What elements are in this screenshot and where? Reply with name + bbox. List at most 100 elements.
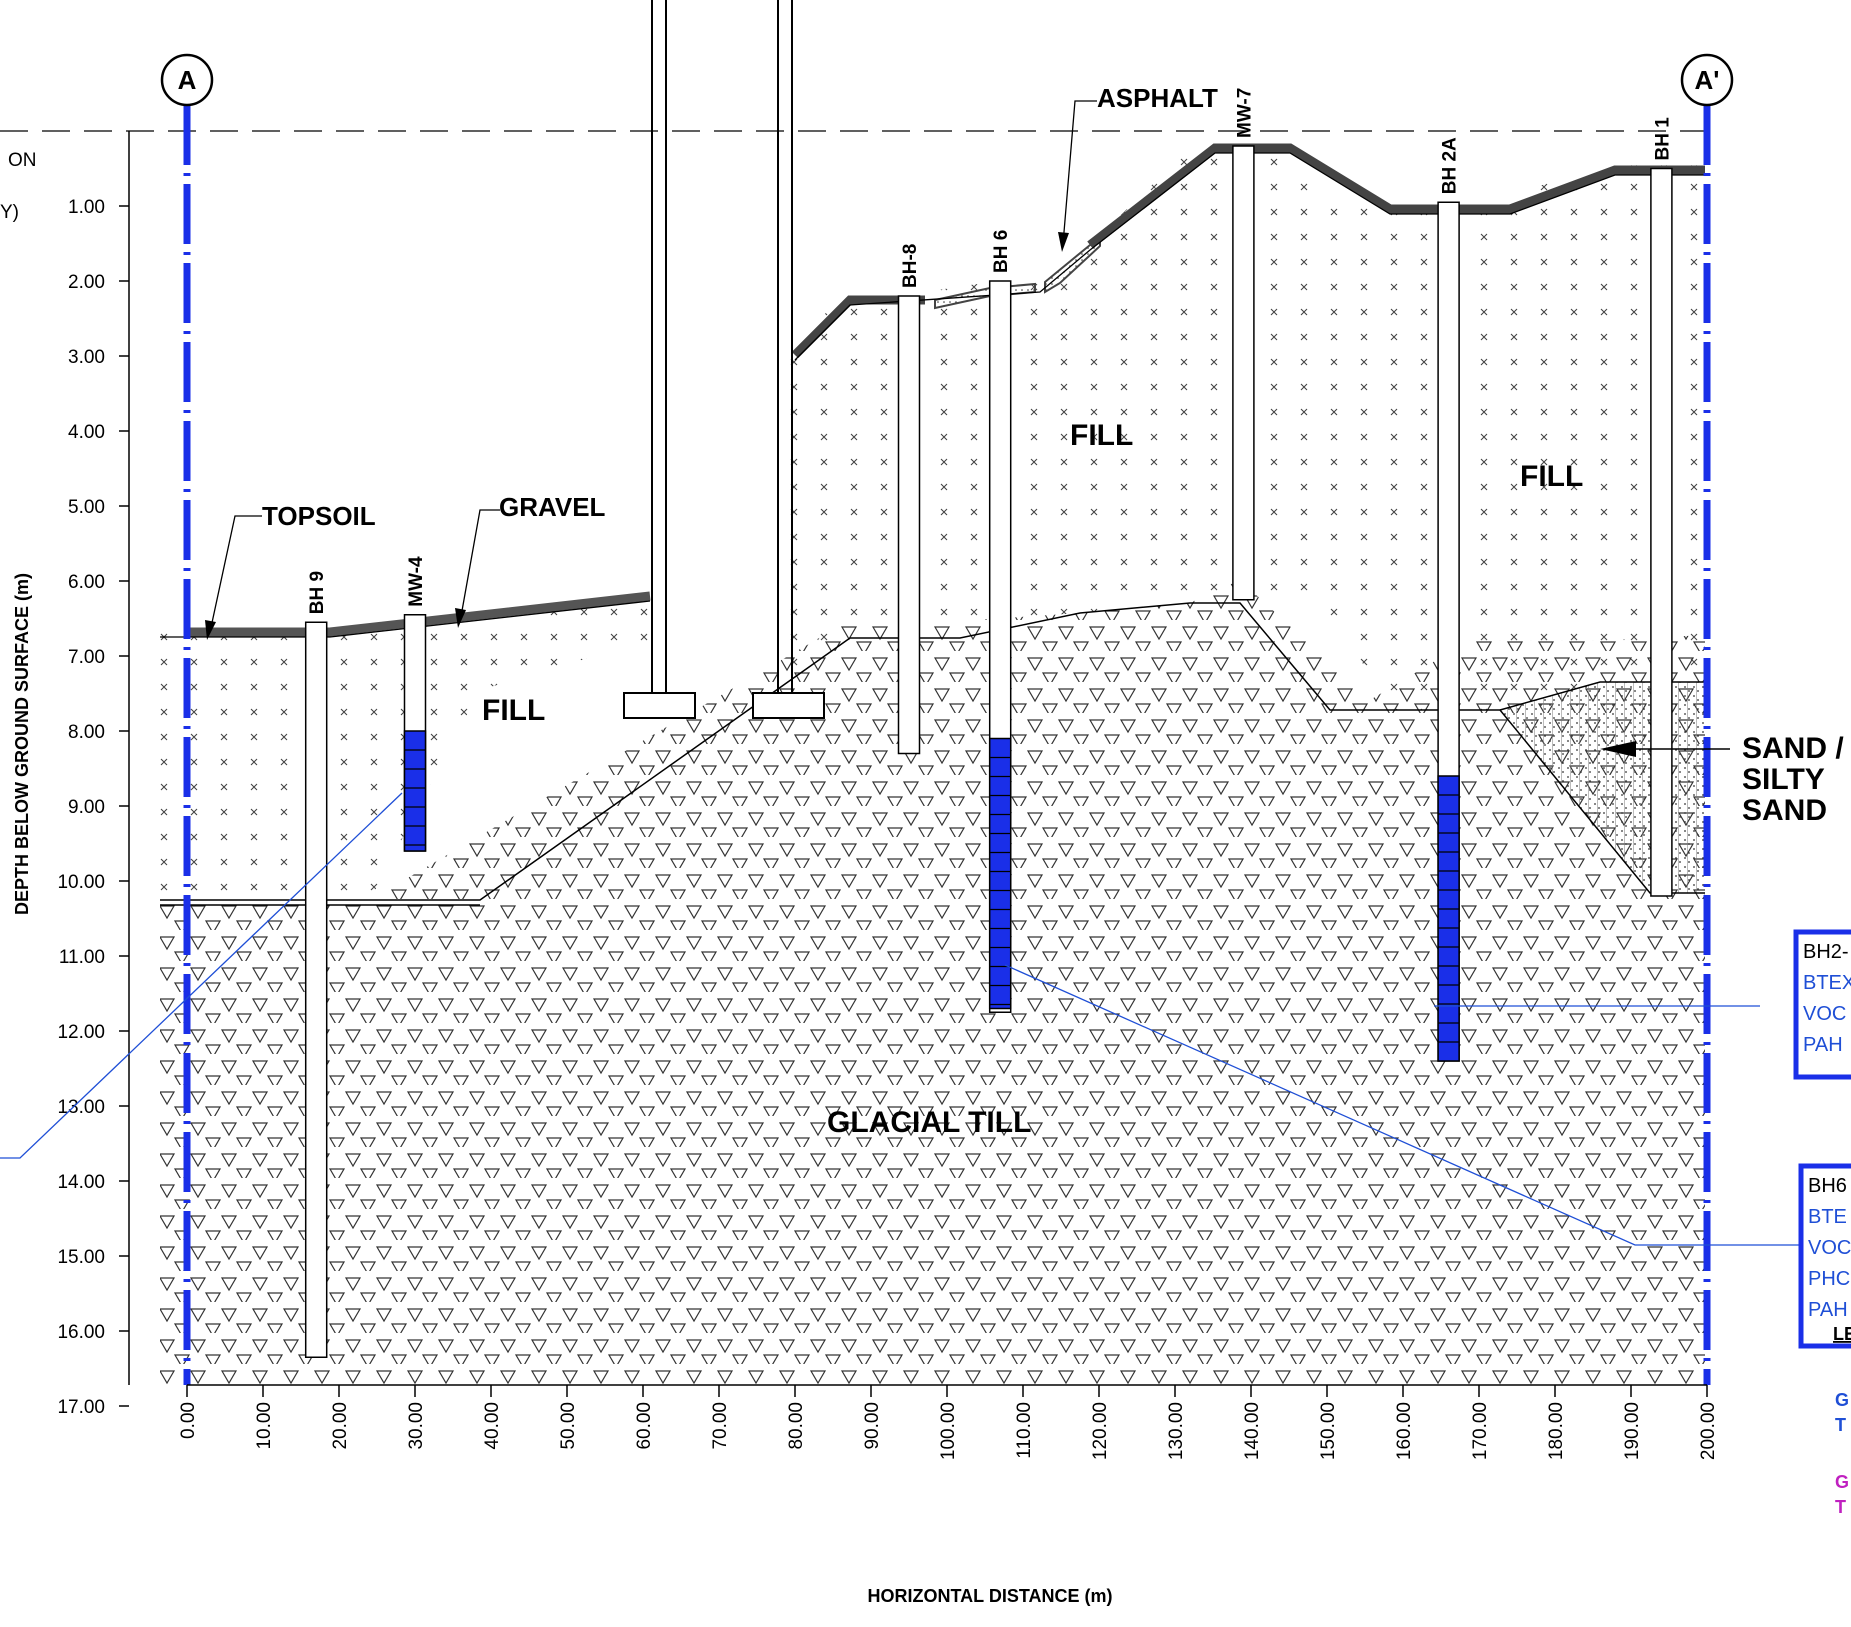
x-tick-label: 20.00 bbox=[330, 1402, 351, 1450]
x-tick-label: 70.00 bbox=[710, 1402, 731, 1450]
x-tick-label: 40.00 bbox=[482, 1402, 503, 1450]
sample-box-line: PAH bbox=[1803, 1034, 1843, 1056]
y-tick-label: 15.00 bbox=[57, 1247, 105, 1268]
y-tick-label: 4.00 bbox=[68, 422, 105, 443]
boreholes: BH 9 MW-4 BH-8 BH 6 MW-7 BH 2A BH 1 bbox=[304, 88, 1673, 1358]
sample-leaders bbox=[0, 792, 1800, 1246]
x-tick-label: 60.00 bbox=[634, 1402, 655, 1450]
sample-box-line: VOC bbox=[1803, 1003, 1846, 1025]
y-tick-label: 17.00 bbox=[57, 1397, 105, 1418]
borehole-column bbox=[1650, 167, 1673, 897]
x-axis-title: HORIZONTAL DISTANCE (m) bbox=[868, 1586, 1113, 1606]
sample-box-bh2a: BH2- BTEX VOC PAH bbox=[1793, 929, 1851, 1080]
borehole: BH 1 bbox=[1650, 117, 1673, 897]
till-unit bbox=[160, 580, 1705, 1385]
sample-box-line: BTE bbox=[1808, 1206, 1847, 1228]
borehole-column bbox=[304, 621, 328, 1358]
section-marker-a-label: A bbox=[178, 65, 197, 95]
y-axis-partial-label-top: ON bbox=[8, 150, 37, 171]
fill-label-left: FILL bbox=[482, 694, 545, 727]
borehole-label: BH 1 bbox=[1652, 117, 1673, 161]
footing-right bbox=[752, 692, 825, 719]
x-tick-label: 160.00 bbox=[1394, 1402, 1415, 1460]
borehole: BH-8 bbox=[897, 244, 921, 755]
y-tick-label: 1.00 bbox=[68, 197, 105, 218]
topsoil-callout: TOPSOIL bbox=[262, 501, 376, 531]
y-tick-label: 5.00 bbox=[68, 497, 105, 518]
y-axis-partial-label-second: Y) bbox=[0, 202, 19, 223]
borehole-label: BH 6 bbox=[991, 230, 1012, 273]
gravel-callout: GRAVEL bbox=[499, 492, 606, 522]
y-tick-label: 9.00 bbox=[68, 797, 105, 818]
y-tick-label: 3.00 bbox=[68, 347, 105, 368]
y-axis-ticks: 1.00 2.00 3.00 4.00 5.00 6.00 7.00 8.00 9.00 10.0… bbox=[57, 197, 129, 1418]
gravel-layer bbox=[262, 591, 651, 637]
geology-layers bbox=[160, 143, 1705, 1385]
legend-item-line2: T bbox=[1835, 1415, 1846, 1435]
y-tick-label: 7.00 bbox=[68, 647, 105, 668]
y-tick-label: 11.00 bbox=[59, 947, 105, 968]
x-tick-label: 180.00 bbox=[1546, 1402, 1567, 1460]
y-tick-label: 16.00 bbox=[57, 1322, 105, 1343]
x-tick-label: 170.00 bbox=[1470, 1402, 1491, 1460]
x-tick-label: 190.00 bbox=[1622, 1402, 1643, 1460]
unit-labels: FILL FILL FILL GLACIAL TILL SAND / SILTY… bbox=[482, 419, 1844, 1139]
borehole: MW-7 bbox=[1232, 88, 1255, 601]
well-screen bbox=[403, 730, 427, 852]
y-tick-label: 10.00 bbox=[57, 872, 105, 893]
borehole-label: MW-7 bbox=[1234, 88, 1255, 138]
x-tick-label: 30.00 bbox=[406, 1402, 427, 1450]
fill-till-contact bbox=[160, 602, 1705, 901]
fill-label-right: FILL bbox=[1520, 460, 1583, 493]
material-callouts: TOPSOIL GRAVEL ASPHALT bbox=[205, 83, 1218, 640]
well-screen bbox=[988, 737, 1012, 1010]
sample-box-line: BTEX bbox=[1803, 972, 1851, 994]
borehole: BH 2A bbox=[1437, 137, 1461, 1062]
borehole-label: BH 9 bbox=[307, 571, 328, 614]
legend-item-line1: G bbox=[1835, 1390, 1849, 1410]
building-foundations bbox=[623, 0, 825, 719]
y-axis: 1.00 2.00 3.00 4.00 5.00 6.00 7.00 8.00 9.00 10.0… bbox=[0, 131, 130, 1418]
x-tick-label: 130.00 bbox=[1166, 1402, 1187, 1460]
x-tick-label: 90.00 bbox=[862, 1402, 883, 1450]
footing-left bbox=[623, 692, 696, 719]
sand-label-line1: SAND / bbox=[1742, 732, 1844, 765]
x-tick-label: 100.00 bbox=[938, 1402, 959, 1460]
x-tick-label: 110.00 bbox=[1014, 1402, 1035, 1459]
borehole-column bbox=[1232, 145, 1255, 601]
well-screen bbox=[1437, 775, 1460, 1062]
borehole: BH 9 bbox=[304, 571, 328, 1358]
x-tick-label: 50.00 bbox=[558, 1402, 579, 1450]
y-tick-label: 13.00 bbox=[57, 1097, 105, 1118]
y-tick-label: 6.00 bbox=[68, 572, 105, 593]
asphalt-layer-right bbox=[1087, 143, 1705, 249]
sand-label-line2: SILTY bbox=[1742, 763, 1825, 796]
sand-arrowhead bbox=[1600, 741, 1636, 757]
section-marker-a-prime-label: A' bbox=[1695, 65, 1720, 95]
sample-box-line: BH2- bbox=[1803, 941, 1849, 963]
borehole: MW-4 bbox=[403, 556, 427, 852]
y-axis-title: DEPTH BELOW GROUND SURFACE (m) bbox=[12, 573, 32, 915]
borehole-column bbox=[897, 295, 921, 755]
y-tick-label: 2.00 bbox=[68, 272, 105, 293]
borehole: BH 6 bbox=[988, 230, 1012, 1013]
x-tick-label: 200.00 bbox=[1698, 1402, 1719, 1460]
borehole-label: BH 2A bbox=[1440, 137, 1461, 194]
section-marker-a-prime bbox=[1680, 53, 1734, 107]
ground-profile-line bbox=[160, 600, 651, 638]
asphalt-callout: ASPHALT bbox=[1097, 83, 1218, 113]
borehole-label: MW-4 bbox=[406, 556, 427, 607]
x-tick-label: 120.00 bbox=[1090, 1402, 1111, 1460]
sample-box-line: PAH bbox=[1808, 1299, 1848, 1321]
x-tick-label: 80.00 bbox=[786, 1402, 807, 1450]
sample-box-line: PHC bbox=[1808, 1268, 1850, 1290]
x-tick-label: 10.00 bbox=[254, 1402, 275, 1450]
legend-item-line2: T bbox=[1835, 1497, 1846, 1517]
y-tick-label: 8.00 bbox=[68, 722, 105, 743]
section-line: A A' bbox=[0, 53, 1734, 1385]
fill-label-middle: FILL bbox=[1070, 419, 1133, 452]
